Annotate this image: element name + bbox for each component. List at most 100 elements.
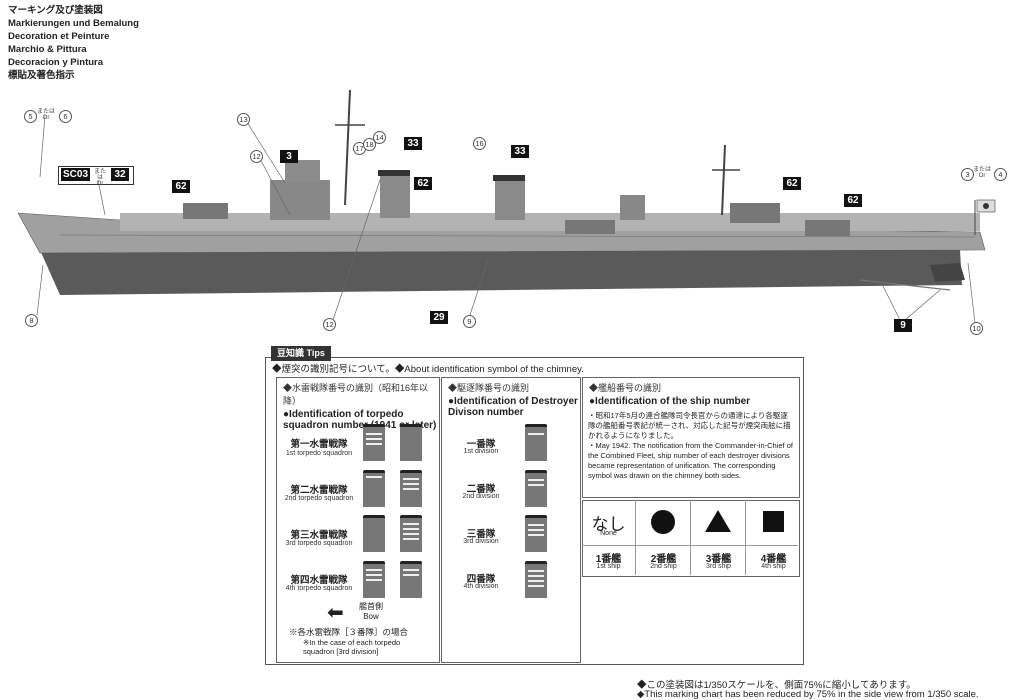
title-fr: Decoration et Peinture	[8, 31, 110, 42]
title-de: Markierungen und Bemalung	[8, 18, 139, 29]
ship-number-column: ◆艦船番号の識別 ●Identification of the ship num…	[582, 377, 800, 498]
ship-1-cell: なし None 1番艦 1st ship	[582, 500, 636, 575]
marking-62-b: 62	[414, 177, 432, 190]
footer-en: ◆This marking chart has been reduced by …	[637, 689, 979, 700]
division-2-en: 2nd division	[462, 493, 500, 500]
tips-title: 豆知識 Tips	[271, 346, 331, 361]
title-cn: 標貼及著色指示	[8, 70, 75, 81]
title-block: マーキング及び塗装図 Markierungen und Bemalung Dec…	[8, 4, 139, 82]
marking-62-c: 62	[783, 177, 801, 190]
funnel-div1	[525, 424, 547, 461]
funnel-1	[380, 173, 410, 218]
marking-33-a: 33	[404, 137, 422, 150]
col1-heading-jp: ◆水雷戦隊番号の識別（昭和16年以降）	[283, 383, 429, 406]
callout-18: 18	[363, 138, 376, 151]
callout-10: 10	[970, 322, 983, 335]
ship-2-cell: 2番艦 2nd ship	[637, 500, 691, 575]
funnel-sq3-a	[363, 515, 385, 552]
funnel-sq1-a	[363, 424, 385, 461]
squadron-4-en: 4th torpedo squadron	[285, 585, 353, 592]
torpedo-squadron-column: ◆水雷戦隊番号の識別（昭和16年以降） ●Identification of t…	[276, 377, 440, 663]
ship-side-view	[17, 89, 996, 324]
col3-heading-en: ●Identification of the ship number	[589, 396, 751, 407]
funnel-sq2-b	[400, 470, 422, 507]
callout-12-bottom: 12	[323, 318, 336, 331]
title-es: Decoracion y Pintura	[8, 57, 104, 68]
ship-1-en: 1st ship	[596, 563, 621, 570]
triangle-symbol-icon	[705, 510, 731, 532]
funnel-2	[495, 177, 525, 220]
ship-3-en: 3rd ship	[706, 563, 731, 570]
ship-4-jp: 4番艦	[760, 554, 787, 565]
squadron-1-jp: 第一水雷戦隊	[290, 439, 348, 450]
ship-2-jp: 2番艦	[650, 554, 677, 565]
callout-6: 6	[59, 110, 72, 123]
division-3-en: 3rd division	[463, 538, 499, 545]
callout-4: 4	[994, 168, 1007, 181]
marking-9: 9	[894, 319, 912, 332]
funnel-div3	[525, 515, 547, 552]
funnel-sq3-b	[400, 515, 422, 552]
callout-13: 13	[237, 113, 250, 126]
marking-62-a: 62	[172, 180, 190, 193]
square-symbol-icon	[763, 511, 784, 532]
callout-17: 17	[353, 142, 366, 155]
destroyer-division-column: ◆駆逐隊番号の識別 ●Identification of Destroyer D…	[441, 377, 581, 663]
ship-2-en: 2nd ship	[650, 563, 677, 570]
col3-note-en: ・May 1942. The notification from the Com…	[588, 441, 793, 480]
marking-3: 3	[280, 150, 298, 163]
circle-symbol-icon	[651, 510, 675, 534]
callout-8: 8	[25, 314, 38, 327]
funnel-div2	[525, 470, 547, 507]
code-32: 32	[111, 168, 129, 181]
division-1-jp: 一番隊	[466, 439, 496, 450]
division-4-en: 4th division	[463, 583, 499, 590]
callout-14: 14	[373, 131, 386, 144]
col1-note-en: ※In the case of each torpedo squadron [3…	[303, 638, 401, 656]
col3-heading-jp: ◆艦船番号の識別	[589, 383, 662, 393]
ship-number-grid	[582, 500, 800, 577]
callout-9: 9	[463, 315, 476, 328]
division-4-jp: 四番隊	[466, 574, 496, 585]
tips-intro: ◆煙突の識別記号について。◆About identification symbo…	[272, 364, 584, 375]
funnel-div4	[525, 561, 547, 598]
col1-note-jp: ※各水雷戦隊［３番隊］の場合	[289, 627, 409, 637]
col3-note-jp: ・昭和17年5月の連合艦隊司令長官からの通達により各駆逐隊の艦船番号表記が統一さ…	[588, 411, 791, 440]
callout-16: 16	[473, 137, 486, 150]
division-1-en: 1st division	[463, 448, 499, 455]
squadron-2-en: 2nd torpedo squadron	[284, 495, 354, 502]
division-3-jp: 三番隊	[466, 529, 496, 540]
squadron-2-jp: 第二水雷戦隊	[290, 485, 348, 496]
bridge	[270, 180, 330, 220]
division-2-jp: 二番隊	[466, 484, 496, 495]
funnel-sq2-a	[363, 470, 385, 507]
none-symbol: なし	[591, 515, 626, 534]
marking-62-d: 62	[844, 194, 862, 207]
title-it: Marchio & Pittura	[8, 44, 87, 55]
title-jp: マーキング及び塗装図	[8, 5, 103, 16]
funnel-sq1-b	[400, 424, 422, 461]
callout-5: 5	[24, 110, 37, 123]
callout-12-top: 12	[250, 150, 263, 163]
funnel-sq4-a	[363, 561, 385, 598]
ship-3-jp: 3番艦	[705, 554, 732, 565]
footer-jp: ◆この塗装図は1/350スケールを、側面75%に縮小してあります。	[637, 680, 916, 691]
ship-4-cell: 4番艦 4th ship	[747, 500, 800, 575]
squadron-4-jp: 第四水雷戦隊	[290, 575, 348, 586]
funnel-sq4-b	[400, 561, 422, 598]
squadron-3-en: 3rd torpedo squadron	[285, 540, 353, 547]
none-symbol-en: None	[600, 530, 617, 537]
ship-4-en: 4th ship	[761, 563, 786, 570]
hull-lower	[40, 250, 962, 295]
col1-heading-en: ●Identification of torpedo squadron numb…	[283, 409, 437, 431]
marking-29: 29	[430, 311, 448, 324]
marking-33-b: 33	[511, 145, 529, 158]
squadron-3-jp: 第三水雷戦隊	[290, 530, 348, 541]
code-sc03: SC03	[61, 168, 91, 181]
ship-1-jp: 1番艦	[595, 554, 622, 565]
code-box	[58, 166, 134, 185]
